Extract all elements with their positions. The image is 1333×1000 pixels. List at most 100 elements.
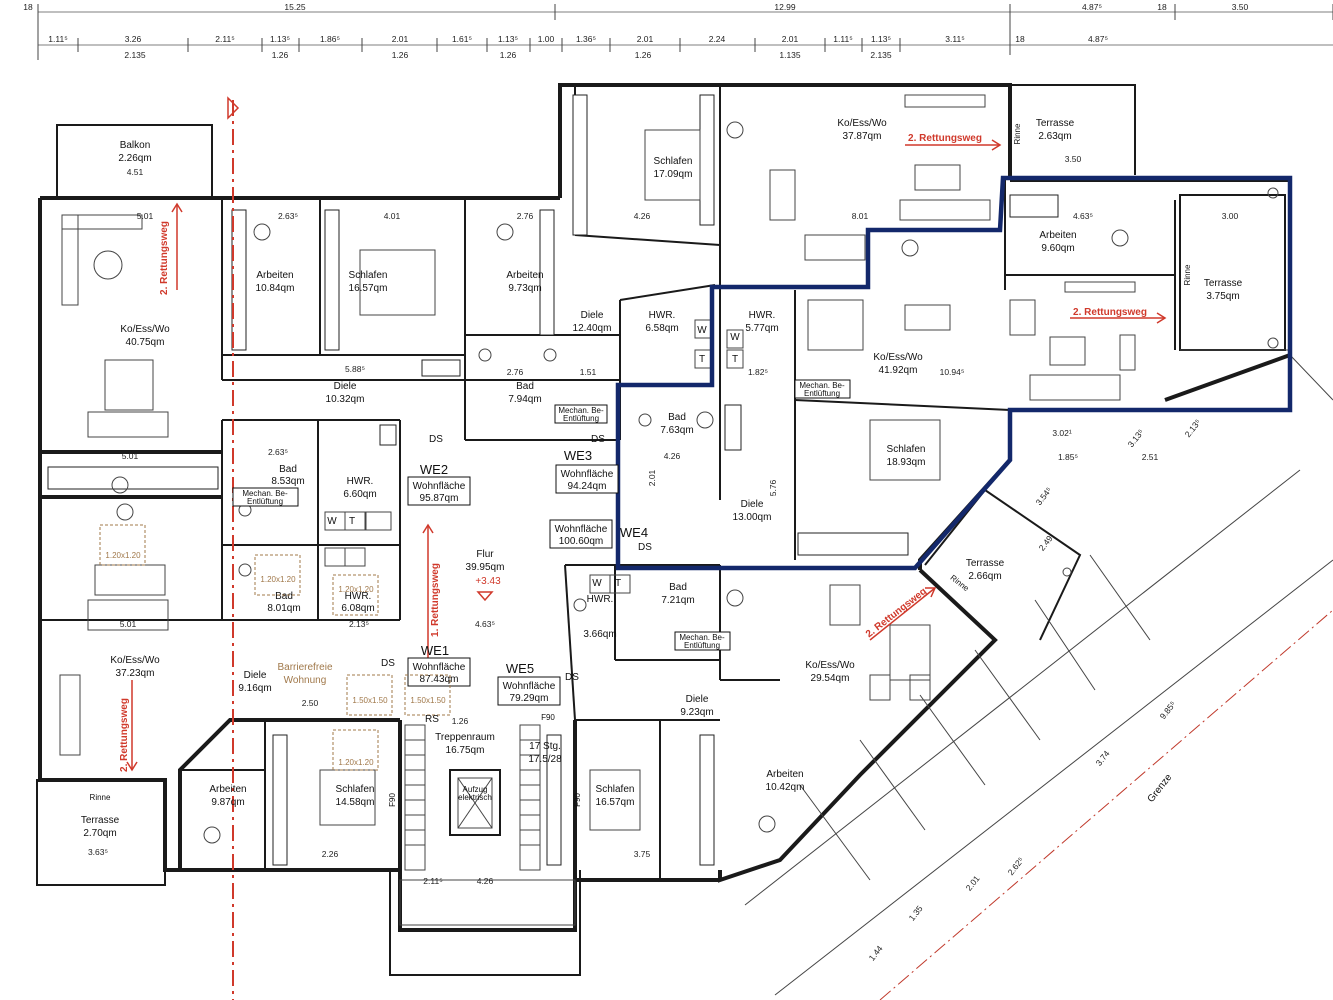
dim-r2-2: 2.11⁵ [215,34,234,44]
svg-text:1.85⁵: 1.85⁵ [1058,452,1078,462]
svg-text:T: T [349,516,355,527]
svg-text:Bad: Bad [668,412,686,423]
dim-r2-0: 1.11⁵ [48,34,67,44]
svg-text:100.60qm: 100.60qm [559,536,603,547]
svg-text:3.02¹: 3.02¹ [1052,428,1072,438]
accessible-labels: Barrierefreie Wohnung 1.20x1.20 1.20x1.2… [99,524,451,771]
svg-text:9.16qm: 9.16qm [238,683,271,694]
dim-r2-14: 1.13⁵ [871,34,891,44]
svg-text:10.42qm: 10.42qm [766,782,805,793]
svg-text:Terrasse: Terrasse [1204,278,1243,289]
svg-text:9.87qm: 9.87qm [211,797,244,808]
room-hwr-we5: HWR.3.66qm [583,594,616,640]
svg-text:1.82⁵: 1.82⁵ [748,367,768,377]
svg-text:4.63⁵: 4.63⁵ [1073,211,1093,221]
svg-text:F90: F90 [388,793,397,807]
dim-top-5: 3.50 [1232,2,1249,12]
svg-text:Mechan. Be-: Mechan. Be- [558,406,604,415]
svg-text:94.24qm: 94.24qm [568,481,607,492]
svg-text:1.35: 1.35 [907,903,925,922]
dim-r2-6: 1.61⁵ [452,34,472,44]
svg-text:DS: DS [565,672,579,683]
furniture [59,94,1136,844]
svg-text:16.57qm: 16.57qm [349,283,388,294]
svg-text:4.26: 4.26 [634,211,651,221]
svg-text:Grenze: Grenze [1146,772,1175,805]
svg-text:5.01: 5.01 [137,211,154,221]
svg-text:1.44: 1.44 [867,943,885,962]
svg-text:39.95qm: 39.95qm [466,562,505,573]
svg-text:37.23qm: 37.23qm [116,668,155,679]
svg-text:T: T [732,354,738,365]
svg-text:10.84qm: 10.84qm [256,283,295,294]
svg-text:1.26: 1.26 [452,716,469,726]
svg-text:5.01: 5.01 [122,451,139,461]
svg-text:2. Rettungsweg: 2. Rettungsweg [119,698,130,772]
svg-text:16.75qm: 16.75qm [446,745,485,756]
svg-text:37.87qm: 37.87qm [843,131,882,142]
svg-text:3.13⁵: 3.13⁵ [1126,427,1146,449]
svg-text:2.63qm: 2.63qm [1038,131,1071,142]
dim-r2-7: 1.13⁵ [498,34,518,44]
svg-text:WE4: WE4 [620,525,648,540]
room-flur: Flur 39.95qm +3.43 [466,549,505,587]
svg-text:1.51: 1.51 [580,367,597,377]
svg-text:Schlafen: Schlafen [654,156,693,167]
svg-text:2. Rettungsweg: 2. Rettungsweg [1073,307,1147,318]
svg-text:3.66qm: 3.66qm [583,629,616,640]
svg-text:Arbeiten: Arbeiten [256,270,293,281]
dim-r3-1: 1.26 [272,50,289,60]
svg-text:1.50x1.50: 1.50x1.50 [352,696,388,705]
unit-we4: Wohnfläche 100.60qm WE4 [549,519,648,549]
dim-r2-11: 2.24 [709,34,726,44]
svg-text:10.32qm: 10.32qm [326,394,365,405]
svg-text:Balkon: Balkon [120,140,151,151]
svg-text:3.63⁵: 3.63⁵ [88,847,108,857]
svg-text:7.21qm: 7.21qm [661,595,694,606]
svg-text:5.01: 5.01 [120,619,137,629]
dim-r2-16: 18 [1015,34,1025,44]
room-treppenraum: Treppenraum 16.75qm [435,732,495,756]
tech-labels: Mechan. Be- Entlüftung Mechan. Be- Entlü… [232,123,1192,807]
room-hwr-we3: HWR.6.58qm [645,310,678,334]
dim-top-0: 18 [23,2,33,12]
svg-text:Treppenraum: Treppenraum [435,732,495,743]
outdoor-areas [36,124,1333,1000]
unit-we1: WE1 Wohnfläche 87.43qm [407,643,471,687]
svg-text:Flur: Flur [476,549,494,560]
svg-text:16.57qm: 16.57qm [596,797,635,808]
svg-text:Rinne: Rinne [1183,264,1192,285]
svg-text:2.63⁵: 2.63⁵ [268,447,288,457]
svg-text:Ko/Ess/Wo: Ko/Ess/Wo [110,655,160,666]
svg-text:3.75: 3.75 [634,849,651,859]
svg-text:2.51: 2.51 [1142,452,1159,462]
svg-text:2.26qm: 2.26qm [118,153,151,164]
svg-text:Terrasse: Terrasse [966,558,1005,569]
svg-text:2.76: 2.76 [507,367,524,377]
dim-r2-8: 1.00 [538,34,555,44]
svg-text:9.73qm: 9.73qm [508,283,541,294]
svg-text:Bad: Bad [669,582,687,593]
svg-text:WE1: WE1 [421,643,449,658]
dim-top-3: 4.87⁵ [1082,2,1102,12]
svg-text:+3.43: +3.43 [475,576,501,587]
svg-text:3.00: 3.00 [1222,211,1239,221]
svg-text:4.26: 4.26 [477,876,494,886]
svg-text:F90: F90 [573,793,582,807]
svg-text:Ko/Ess/Wo: Ko/Ess/Wo [873,352,923,363]
dim-r3-6: 2.135 [870,50,892,60]
svg-text:5.88⁵: 5.88⁵ [345,364,365,374]
svg-text:2.63⁵: 2.63⁵ [278,211,298,221]
svg-text:3.50: 3.50 [1065,154,1082,164]
svg-text:Entlüftung: Entlüftung [563,414,599,423]
svg-text:3.54⁵: 3.54⁵ [1034,485,1054,507]
svg-text:2. Rettungsweg: 2. Rettungsweg [159,221,170,295]
svg-text:12.40qm: 12.40qm [573,323,612,334]
svg-text:9.85⁵: 9.85⁵ [1158,699,1178,721]
